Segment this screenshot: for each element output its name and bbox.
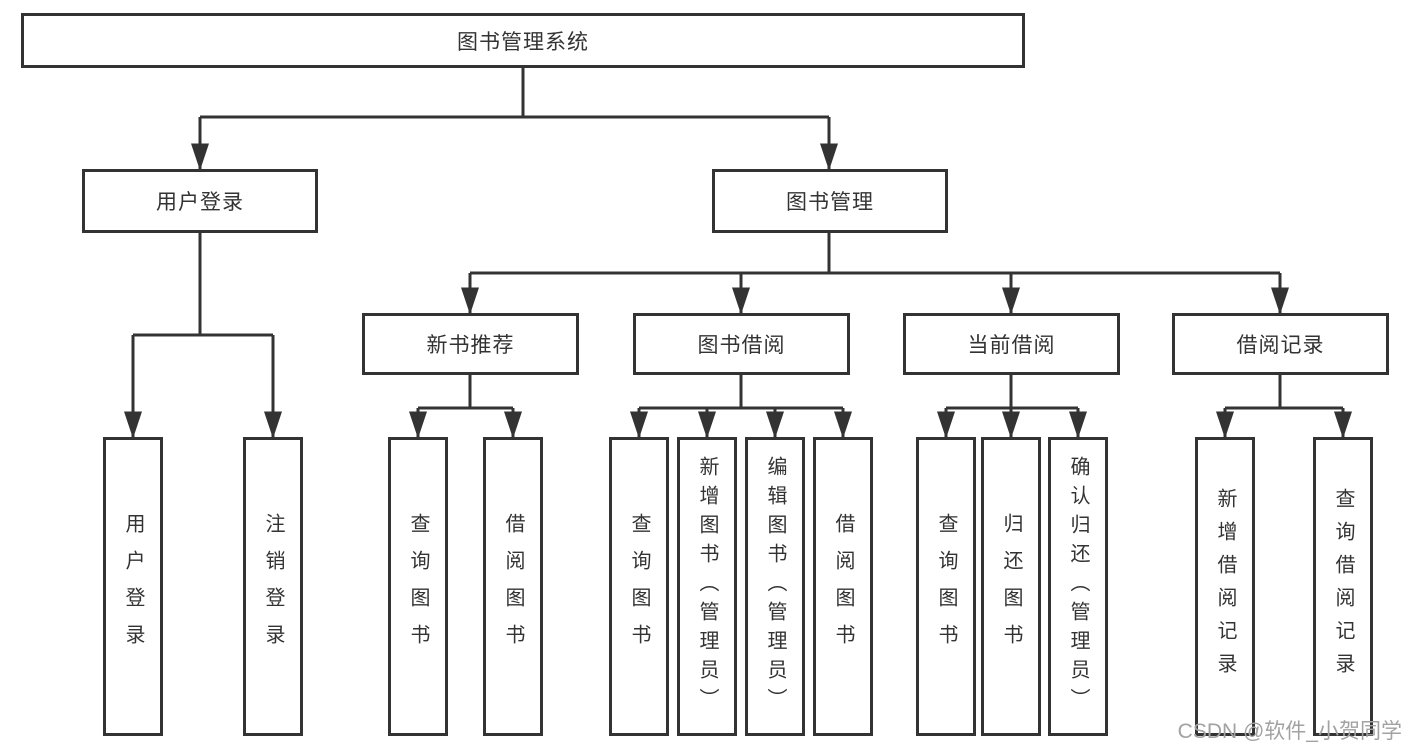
leaf-query-books-recommend: 查询图书 (388, 437, 448, 736)
leaf-logout: 注销登录 (243, 437, 303, 736)
node-label: 查询借阅记录 (1332, 487, 1354, 686)
leaf-query-books-borrow: 查询图书 (609, 437, 669, 736)
node-label: 注销登录 (262, 512, 284, 661)
node-label: 查询图书 (407, 512, 429, 661)
node-label: 新书推荐 (426, 334, 515, 357)
node-label: 当前借阅 (967, 334, 1056, 357)
node-label: 借阅图书 (502, 512, 524, 661)
node-book-borrow: 图书借阅 (633, 313, 850, 375)
node-label: 归还图书 (1000, 512, 1022, 661)
leaf-borrow-books: 借阅图书 (813, 437, 873, 736)
node-label: 确认归还（管理员） (1067, 456, 1089, 717)
node-label: 编辑图书（管理员） (764, 456, 786, 717)
node-label: 查询图书 (628, 512, 650, 661)
node-label: 图书管理系统 (457, 30, 589, 54)
node-book-management: 图书管理 (712, 169, 948, 233)
node-label: 图书管理 (786, 191, 874, 214)
node-label: 新增借阅记录 (1214, 487, 1236, 686)
node-label: 用户登录 (156, 191, 244, 214)
node-borrow-records: 借阅记录 (1172, 313, 1389, 375)
leaf-borrow-books-recommend: 借阅图书 (483, 437, 543, 736)
node-root-system: 图书管理系统 (21, 13, 1025, 68)
node-label: 借阅记录 (1236, 334, 1325, 357)
leaf-add-book-admin: 新增图书（管理员） (677, 437, 737, 736)
leaf-user-login: 用户登录 (103, 437, 163, 736)
leaf-return-book: 归还图书 (981, 437, 1041, 736)
leaf-query-books-current: 查询图书 (916, 437, 976, 736)
leaf-confirm-return-admin: 确认归还（管理员） (1048, 437, 1108, 736)
leaf-query-borrow-record: 查询借阅记录 (1313, 437, 1373, 736)
node-user-login: 用户登录 (82, 169, 318, 233)
csdn-watermark: CSDN @软件_小贺同学 (1177, 720, 1402, 743)
node-label: 用户登录 (122, 512, 144, 661)
leaf-edit-book-admin: 编辑图书（管理员） (745, 437, 805, 736)
node-label: 查询图书 (935, 512, 957, 661)
node-current-borrow: 当前借阅 (903, 313, 1120, 375)
leaf-add-borrow-record: 新增借阅记录 (1195, 437, 1255, 736)
node-label: 借阅图书 (832, 512, 854, 661)
node-label: 图书借阅 (697, 334, 786, 357)
node-new-book-recommend: 新书推荐 (362, 313, 579, 375)
node-label: 新增图书（管理员） (696, 456, 718, 717)
